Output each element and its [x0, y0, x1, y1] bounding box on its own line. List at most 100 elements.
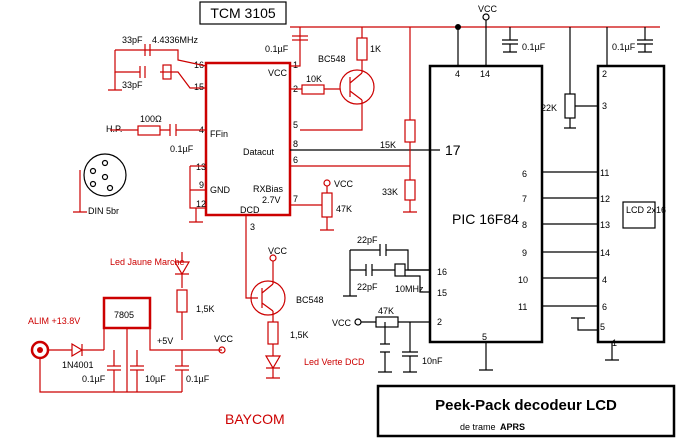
tcm-pin-13: 13	[196, 162, 206, 172]
xtal-ground	[108, 72, 122, 91]
bc548-top-symbol	[349, 72, 363, 101]
regulator-label: 7805	[114, 310, 134, 320]
vcc-reg-terminal	[218, 346, 226, 354]
xtal-wire-left	[114, 50, 140, 73]
lcd-pin-1: 1	[612, 338, 617, 348]
tcm-pin-1: 1	[293, 60, 298, 70]
pic-pin-4: 4	[455, 69, 460, 79]
r-33k-ground	[403, 200, 417, 213]
pic-pin-9: 9	[522, 248, 527, 258]
r-47k-reset	[375, 316, 399, 328]
pic-pin-11: 11	[518, 302, 527, 312]
pic-pin-17: 17	[445, 142, 461, 158]
regulator-wires	[103, 328, 222, 392]
tcm-pin-7: 7	[293, 194, 298, 204]
lcd-name-box	[622, 201, 656, 229]
vcc-reg-label: VCC	[214, 334, 234, 344]
baycom-label: BAYCOM	[225, 411, 285, 427]
c01-lcd-label: 0.1µF	[612, 42, 636, 52]
dcd-wire	[245, 215, 258, 299]
led-jaune-label: Led Jaune Marche	[110, 257, 185, 267]
tcm-title: TCM 3105	[210, 5, 276, 21]
vcc-pot-label: VCC	[334, 179, 354, 189]
din-pin-5	[89, 180, 97, 188]
r-33k-label: 33K	[382, 187, 398, 197]
r-15k	[404, 119, 416, 143]
pic-pin-10: 10	[518, 275, 528, 285]
footer-box	[376, 384, 676, 438]
c-33pf-a-label: 33pF	[122, 35, 143, 45]
pic-pin-14: 14	[480, 69, 490, 79]
lcd-pin-11: 11	[600, 168, 609, 178]
pic-pin-5: 5	[482, 332, 487, 342]
alim-ground-rail	[39, 358, 182, 393]
tcm-datacut-label: Datacut	[243, 147, 275, 157]
r-15k-label: 15K	[380, 140, 396, 150]
tcm3105-chip	[204, 61, 292, 217]
lcd-name: LCD 2x16	[626, 205, 666, 215]
pic-vcc-wires	[457, 27, 487, 66]
din-pin-4	[89, 167, 97, 175]
tcm-pin-9: 9	[199, 180, 204, 190]
tcm-pin-8: 8	[293, 139, 298, 149]
c-22pf-a-label: 22pF	[357, 235, 378, 245]
c-10nf-label: 10nF	[422, 356, 443, 366]
xtal-freq-label: 4.4336MHz	[152, 35, 199, 45]
r-100	[137, 125, 161, 136]
xtal-wire-bottom	[160, 71, 206, 89]
c-22pf-b-label: 22pF	[357, 282, 378, 292]
xtal-wire-top	[115, 49, 207, 67]
crystal-10mhz	[394, 263, 406, 277]
junction-pic-4	[455, 24, 461, 30]
hp-label: H.P.	[106, 124, 122, 134]
bc548-top-label: BC548	[318, 54, 346, 64]
c10u-label: 10µF	[145, 374, 166, 384]
c01b-label: 0.1µF	[186, 374, 210, 384]
pic-pin-6: 6	[522, 169, 527, 179]
lcd-pin-14: 14	[600, 248, 610, 258]
r-10k-label: 10K	[306, 74, 322, 84]
xtal-pic-osc2	[405, 275, 430, 293]
pic-pin-8: 8	[522, 220, 527, 230]
pic-pin-16: 16	[437, 267, 447, 277]
footer-sub-b: APRS	[500, 422, 525, 432]
lcd-pin-5: 5	[600, 322, 605, 332]
tcm-pin-5: 5	[293, 120, 298, 130]
tcm-pin-6: 6	[293, 155, 298, 165]
lcd-pin-3: 3	[602, 101, 607, 111]
xtal-pic-top	[350, 249, 430, 271]
c01-tcm-label: 0.1µF	[265, 44, 289, 54]
gnd-wires	[189, 165, 206, 223]
bc548-top-transistor	[339, 69, 375, 105]
c01-pic	[502, 27, 518, 53]
c01-lcd	[637, 27, 653, 53]
r-15k-led	[176, 289, 188, 313]
tcm-ffin-label: FFin	[210, 129, 228, 139]
lcd-ground	[571, 317, 619, 361]
r-15k-dcd	[267, 321, 279, 345]
tcm-pin-3: 3	[250, 222, 255, 232]
led-verte-label-1: Led Verte DCD	[304, 357, 365, 367]
vcc-reset-label: VCC	[332, 318, 352, 328]
vcc-pot-terminal	[323, 179, 331, 187]
din-pin-2	[101, 173, 109, 181]
footer-sub-a: de trame	[460, 422, 496, 432]
reset-button	[378, 322, 392, 373]
diode-1n4001	[48, 342, 104, 358]
r-22k-wires	[564, 27, 576, 129]
lcd-pin-4: 4	[602, 275, 607, 285]
crystal-4433	[162, 64, 172, 80]
vcc-top-label: VCC	[478, 4, 498, 14]
tcm-rxbias-label: RXBias	[253, 184, 284, 194]
r-10k	[301, 84, 325, 95]
vcc-reset-terminal	[354, 318, 362, 326]
din-connector	[83, 153, 127, 197]
alim-label: ALIM +13.8V	[28, 316, 80, 326]
pic-pin-7: 7	[522, 194, 527, 204]
din-ground	[73, 170, 87, 213]
pic-ground	[479, 342, 493, 371]
lcd-2x16	[596, 64, 666, 344]
r-100-label: 100Ω	[140, 114, 162, 124]
supply-cap-wires	[113, 350, 183, 392]
